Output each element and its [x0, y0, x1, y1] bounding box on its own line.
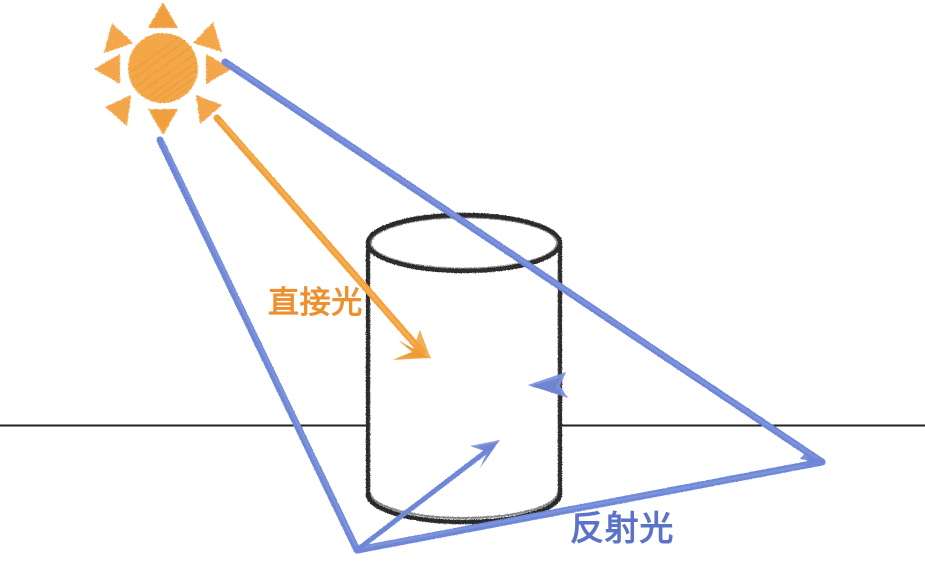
direct-light-ray: [213, 114, 431, 360]
sun-ray-shading: [150, 5, 176, 132]
reflected-ray-ascending: [353, 456, 826, 554]
sun-core: [128, 33, 198, 103]
sun-icon: [94, 2, 232, 135]
cylinder-object: [365, 212, 563, 525]
label-reflected-light: 反射光: [570, 509, 675, 549]
bounce-arrow: [354, 440, 500, 553]
reflected-ray-descending: [156, 136, 361, 554]
reflected-ray-arrow-left: [528, 372, 568, 398]
cylinder-body-fill: [368, 243, 560, 525]
label-direct-light: 直接光: [268, 285, 363, 321]
sun-hatching: [130, 35, 197, 103]
cylinder-bottom-arc: [365, 493, 563, 525]
